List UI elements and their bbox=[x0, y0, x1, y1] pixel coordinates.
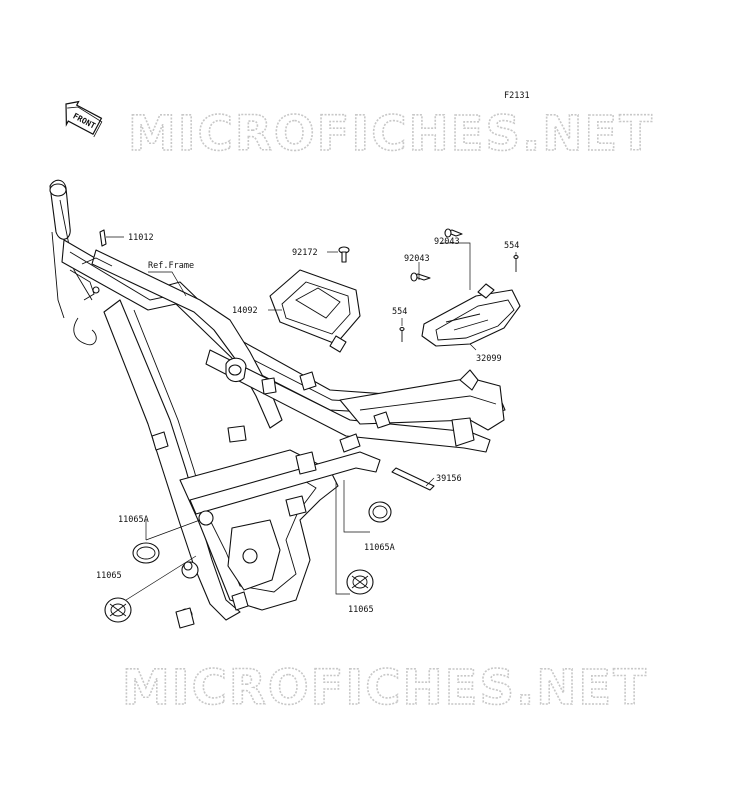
part-32099-tray bbox=[421, 283, 521, 347]
callout-11065a-right: 11065A bbox=[364, 543, 395, 553]
callout-14092: 14092 bbox=[232, 306, 258, 316]
watermark-bottom: MICROFICHES.NET bbox=[122, 660, 648, 716]
part-11065a-right-collar bbox=[368, 501, 392, 523]
callout-32099: 32099 bbox=[476, 354, 502, 364]
part-92043-bolts bbox=[410, 228, 463, 282]
ref-frame-label: Ref.Frame bbox=[148, 261, 194, 271]
callout-11012: 11012 bbox=[128, 233, 154, 243]
callout-11065-left: 11065 bbox=[96, 571, 122, 581]
callout-92043-top: 92043 bbox=[434, 237, 460, 247]
figure-code: F2131 bbox=[504, 91, 530, 101]
callout-11065a-left: 11065A bbox=[118, 515, 149, 525]
callout-39156: 39156 bbox=[436, 474, 462, 484]
part-11065-left-grommet bbox=[104, 597, 132, 623]
main-frame bbox=[49, 179, 506, 629]
part-39156-rod bbox=[391, 467, 435, 491]
front-arrow-icon: FRONT bbox=[65, 100, 103, 138]
part-11065-right-grommet bbox=[346, 569, 374, 595]
part-14092-bracket bbox=[269, 269, 361, 353]
watermark-top: MICROFICHES.NET bbox=[128, 106, 654, 162]
part-554-pins bbox=[399, 254, 519, 342]
callout-554-top: 554 bbox=[504, 241, 519, 251]
leader-lines bbox=[106, 236, 517, 601]
callout-92172: 92172 bbox=[292, 248, 318, 258]
callout-92043-mid: 92043 bbox=[404, 254, 430, 264]
callout-11065-right: 11065 bbox=[348, 605, 374, 615]
part-92172-screw bbox=[338, 246, 350, 263]
part-11065a-left-collar bbox=[132, 542, 160, 564]
callout-554-left: 554 bbox=[392, 307, 407, 317]
